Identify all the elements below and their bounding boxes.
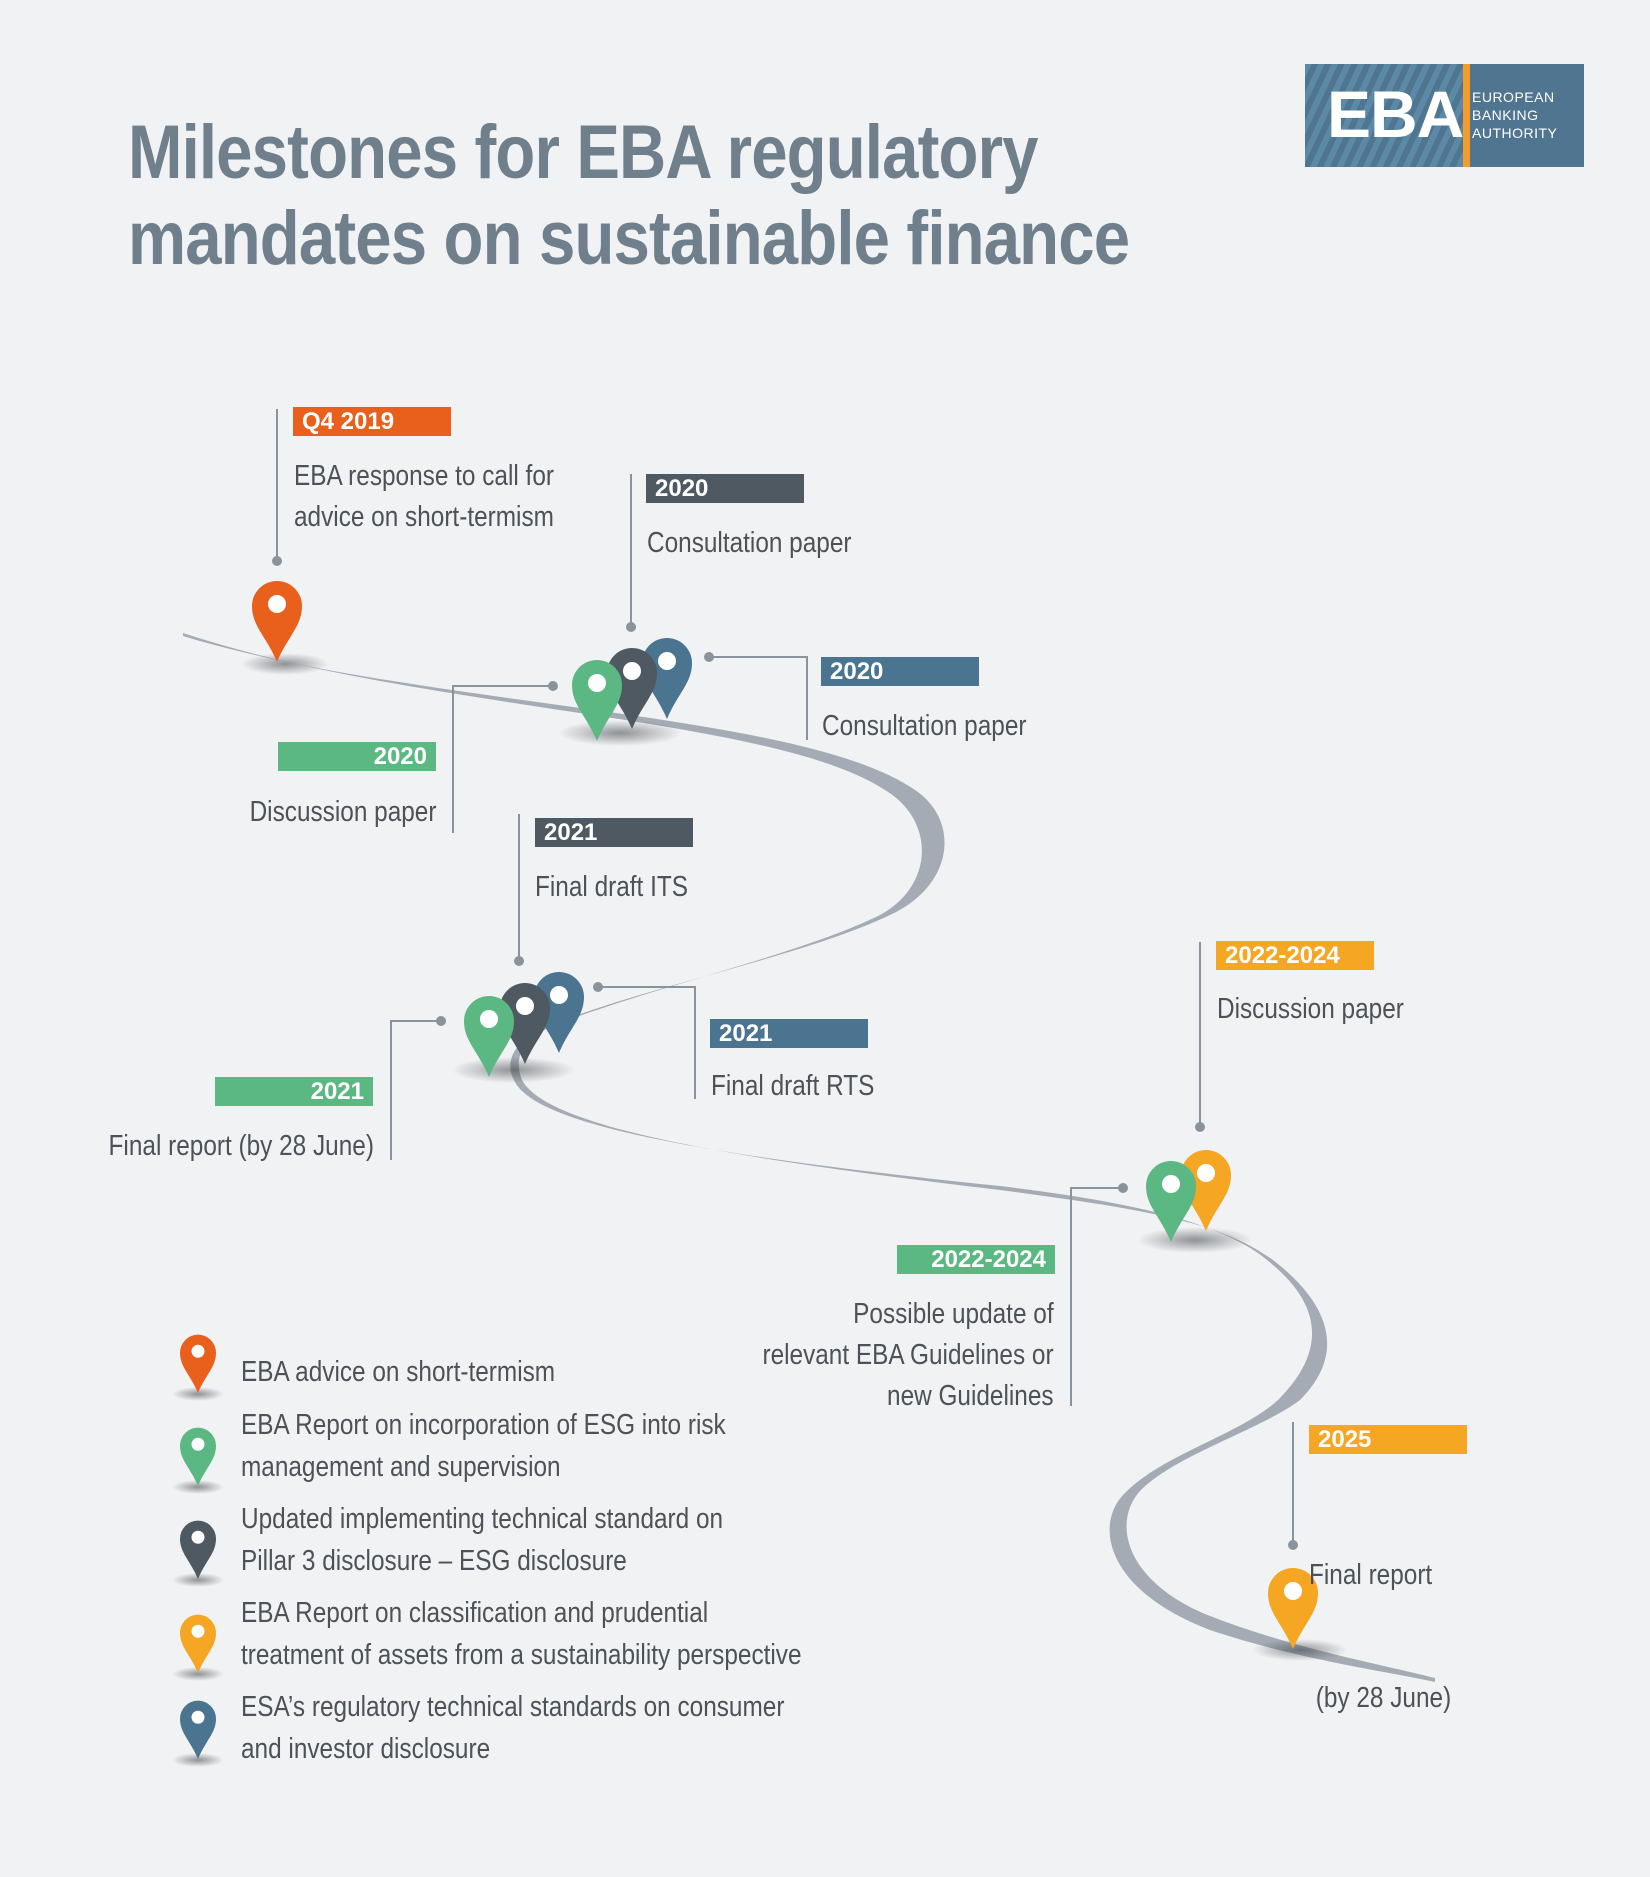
connector-dot <box>1118 1183 1128 1193</box>
milestone-desc-q4-2019: EBA response to call for advice on short… <box>294 456 554 538</box>
milestone-desc-line: Final draft RTS <box>711 1070 875 1102</box>
title-line-1: Milestones for EBA regulatory <box>128 110 1038 195</box>
milestone-tag-2021-green: 2021 <box>215 1077 373 1106</box>
milestone-desc-line: new Guidelines <box>887 1380 1054 1412</box>
legend-item-line: treatment of assets from a sustainabilit… <box>241 1639 802 1671</box>
connector-dot <box>593 982 603 992</box>
milestone-desc-2022-2024-green: Possible update of relevant EBA Guidelin… <box>763 1294 1054 1417</box>
legend-item-line: ESA’s regulatory technical standards on … <box>241 1691 785 1723</box>
logo-stripe <box>1463 64 1470 167</box>
pin-shadow <box>241 653 329 675</box>
connector-dots <box>272 556 1298 1550</box>
legend-item-pillar3: Updated implementing technical standard … <box>241 1498 723 1582</box>
milestone-desc-line: Consultation paper <box>647 527 852 559</box>
milestone-desc-2025: Final report (by 28 June) <box>1309 1473 1451 1801</box>
legend-item-line: EBA Report on incorporation of ESG into … <box>241 1409 726 1441</box>
milestone-desc-line: advice on short-termism <box>294 501 554 533</box>
connector-dot <box>1195 1122 1205 1132</box>
milestone-tag-2021-dark: 2021 <box>535 818 693 847</box>
legend-item-classification: EBA Report on classification and prudent… <box>241 1592 802 1676</box>
milestone-desc-line: Final report <box>1309 1559 1433 1591</box>
legend-item-line: EBA Report on classification and prudent… <box>241 1597 709 1629</box>
milestone-desc-2021-green: Final report (by 28 June) <box>109 1126 374 1167</box>
connector-dot <box>272 556 282 566</box>
legend-item-line: management and supervision <box>241 1451 561 1483</box>
legend-pin-shadow <box>172 1753 224 1767</box>
milestone-tag-2020-green: 2020 <box>278 742 436 771</box>
logo-pattern <box>1305 64 1463 167</box>
pin-shadow <box>558 720 682 746</box>
legend-item-line: and investor disclosure <box>241 1733 491 1765</box>
title-line-2: mandates on sustainable finance <box>128 196 1130 281</box>
legend-pin-shadow <box>172 1573 224 1587</box>
milestone-tag-2020-blue: 2020 <box>821 657 979 686</box>
legend-orange-pin-icon <box>180 1334 216 1393</box>
milestone-desc-line: Final draft ITS <box>535 871 688 903</box>
legend-item-line: Updated implementing technical standard … <box>241 1503 724 1535</box>
milestone-tag-2022-2024-green: 2022-2024 <box>897 1245 1055 1274</box>
logo-mark: EBA <box>1327 77 1464 151</box>
milestone-desc-line: Possible update of <box>853 1298 1054 1330</box>
legend-item-esg-risk: EBA Report on incorporation of ESG into … <box>241 1404 726 1488</box>
legend-pin-shadow <box>172 1387 224 1401</box>
milestone-desc-line: Discussion paper <box>1217 993 1404 1025</box>
logo-subtitle: EUROPEAN BANKING AUTHORITY <box>1472 88 1577 142</box>
orange-pin-icon <box>252 581 302 662</box>
connector-2020-green <box>452 685 553 833</box>
legend-pin-shadow <box>172 1667 224 1681</box>
milestone-tag-2025: 2025 <box>1309 1425 1467 1454</box>
logo-subtitle-line-2: BANKING <box>1472 107 1539 123</box>
connector-dot <box>436 1016 446 1026</box>
milestone-desc-2020-dark: Consultation paper <box>647 523 852 564</box>
milestone-desc-2021-dark: Final draft ITS <box>535 867 688 908</box>
eba-logo: EBA EUROPEAN BANKING AUTHORITY <box>1305 64 1584 167</box>
milestone-tag-q4-2019: Q4 2019 <box>293 407 451 436</box>
legend-green-pin-icon <box>180 1427 216 1486</box>
milestone-desc-2021-blue: Final draft RTS <box>711 1066 874 1107</box>
legend-dark-pin-icon <box>180 1520 216 1579</box>
milestone-desc-line: EBA response to call for <box>294 460 554 492</box>
connector-dot <box>626 622 636 632</box>
milestone-desc-line: relevant EBA Guidelines or <box>762 1339 1054 1371</box>
connector-dot <box>704 652 714 662</box>
milestone-desc-2022-2024-yellow: Discussion paper <box>1217 989 1404 1030</box>
milestone-desc-line: Consultation paper <box>822 710 1027 742</box>
connector-2021-green <box>390 1020 441 1160</box>
connector-2022-green <box>1070 1187 1123 1406</box>
legend-item-consumer-disclosure: ESA’s regulatory technical standards on … <box>241 1686 784 1770</box>
pin-shadow <box>451 1057 575 1083</box>
logo-subtitle-line-1: EUROPEAN <box>1472 89 1555 105</box>
connector-2021-blue <box>598 986 696 1099</box>
connector-lines <box>276 409 1294 1545</box>
milestone-desc-line: Final report (by 28 June) <box>108 1130 374 1162</box>
legend-yellow-pin-icon <box>180 1614 216 1673</box>
pin-shadow <box>1137 1227 1253 1253</box>
milestone-tag-2022-2024-yellow: 2022-2024 <box>1216 941 1374 970</box>
milestone-desc-line: Discussion paper <box>249 796 436 828</box>
milestone-desc-2020-green: Discussion paper <box>249 792 436 833</box>
milestone-desc-2020-blue: Consultation paper <box>822 706 1027 747</box>
page-title: Milestones for EBA regulatory mandates o… <box>128 110 1130 282</box>
pin-shadow <box>1252 1639 1348 1661</box>
connector-dot <box>1288 1540 1298 1550</box>
milestone-tag-2020-dark: 2020 <box>646 474 804 503</box>
legend-pin-shadow <box>172 1480 224 1494</box>
legend-item-line: Pillar 3 disclosure – ESG disclosure <box>241 1545 627 1577</box>
legend-item-short-termism: EBA advice on short-termism <box>241 1351 555 1393</box>
connector-dot <box>548 681 558 691</box>
logo-subtitle-line-3: AUTHORITY <box>1472 125 1558 141</box>
connector-2020-blue <box>709 656 808 740</box>
legend-blue-pin-icon <box>180 1700 216 1759</box>
milestone-tag-2021-blue: 2021 <box>710 1019 868 1048</box>
legend-item-line: EBA advice on short-termism <box>241 1356 556 1388</box>
connector-dot <box>514 956 524 966</box>
milestone-desc-line: (by 28 June) <box>1309 1682 1452 1714</box>
